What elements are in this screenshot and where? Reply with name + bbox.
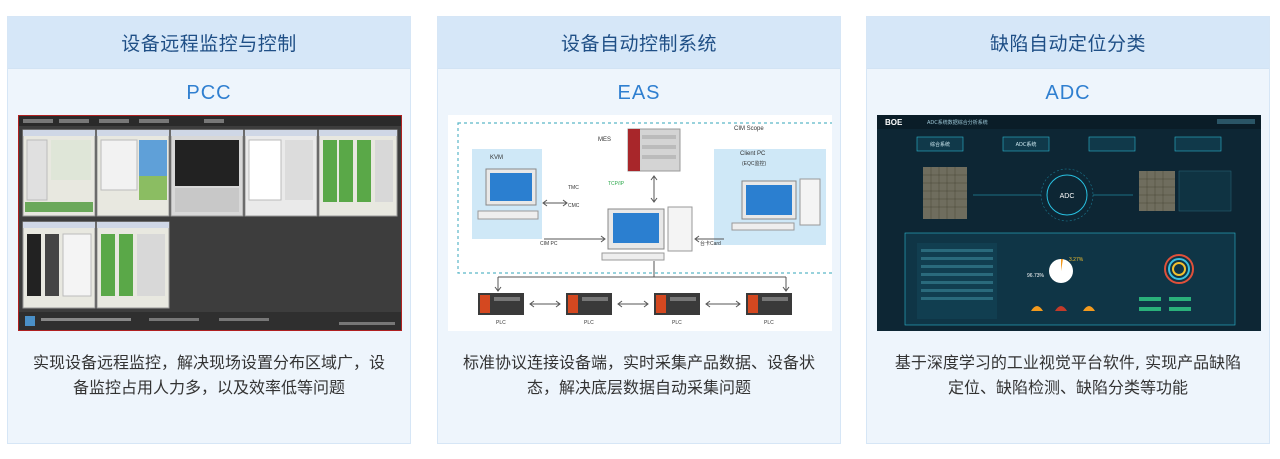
- cmc-label: CMC: [568, 203, 580, 209]
- card-pcc: 设备远程监控与控制 PCC: [7, 16, 411, 444]
- card-title: 设备自动控制系统: [438, 17, 840, 69]
- cim-scope-label: CIM Scope: [734, 126, 764, 132]
- plc-icon: [478, 293, 524, 315]
- client-pc-label: Client PC: [740, 151, 766, 157]
- tmc-label: TMC: [568, 185, 579, 191]
- plc-label: PLC: [496, 320, 506, 326]
- pct-small: 3.27%: [1069, 257, 1084, 263]
- mes-server-icon: [627, 128, 681, 172]
- card-title: 设备远程监控与控制: [8, 17, 410, 69]
- plc-icon: [566, 293, 612, 315]
- adc-dashboard-svg: BOE ADC系统数据综合分析系统 综合系统 ADC系统 ADC: [877, 115, 1261, 331]
- card-description: 基于深度学习的工业视觉平台软件, 实现产品缺陷定位、缺陷检测、缺陷分类等功能: [894, 353, 1242, 397]
- mes-label: MES: [598, 137, 611, 143]
- kvm-computer-icon: [477, 168, 539, 220]
- card-adc: 缺陷自动定位分类 ADC BOE ADC系统数据综合分析系统 综合系统 ADC系…: [866, 16, 1270, 444]
- pcc-screenshot: [18, 115, 402, 331]
- card-code: PCC: [186, 81, 232, 104]
- client-pc-icon: [731, 178, 821, 231]
- boe-logo: BOE: [885, 118, 903, 127]
- adc-dashboard-screenshot: BOE ADC系统数据综合分析系统 综合系统 ADC系统 ADC: [877, 115, 1261, 331]
- card-description: 实现设备远程监控，解决现场设置分布区域广，设备监控占用人力多，以及效率低等问题: [32, 353, 385, 397]
- plc-icon: [654, 293, 700, 315]
- pct-big: 96.73%: [1027, 273, 1045, 279]
- card-title: 缺陷自动定位分类: [867, 17, 1269, 69]
- card-description: 标准协议连接设备端，实时采集产品数据、设备状态，解决底层数据自动采集问题: [462, 353, 815, 397]
- plc-icon: [746, 293, 792, 315]
- plc-label: PLC: [764, 320, 774, 326]
- pcc-monitor-wall: [19, 116, 401, 330]
- eqc-label: (EQC监控): [742, 160, 767, 167]
- card-code: EAS: [617, 81, 661, 104]
- system-name: ADC系统数据综合分析系统: [927, 119, 988, 126]
- tcpip-label: TCP/IP: [608, 181, 625, 187]
- cim-pc-label: CIM PC: [540, 241, 558, 247]
- card-label: 台卡Card: [700, 240, 721, 247]
- eas-network-svg: CIM Scope KVM Client PC (EQC监控) MES TCP/…: [457, 122, 832, 326]
- cim-pc-icon: [601, 206, 693, 261]
- nav-item: ADC系统: [1016, 141, 1037, 148]
- adc-center-label: ADC: [1060, 193, 1075, 200]
- card-eas: 设备自动控制系统 EAS CIM Scope KVM Client PC (EQ…: [437, 16, 841, 444]
- nav-item: 综合系统: [930, 141, 950, 148]
- card-code: ADC: [1045, 81, 1091, 104]
- kvm-label: KVM: [490, 155, 503, 161]
- eas-architecture-diagram: CIM Scope KVM Client PC (EQC监控) MES TCP/…: [448, 115, 832, 331]
- plc-label: PLC: [672, 320, 682, 326]
- plc-label: PLC: [584, 320, 594, 326]
